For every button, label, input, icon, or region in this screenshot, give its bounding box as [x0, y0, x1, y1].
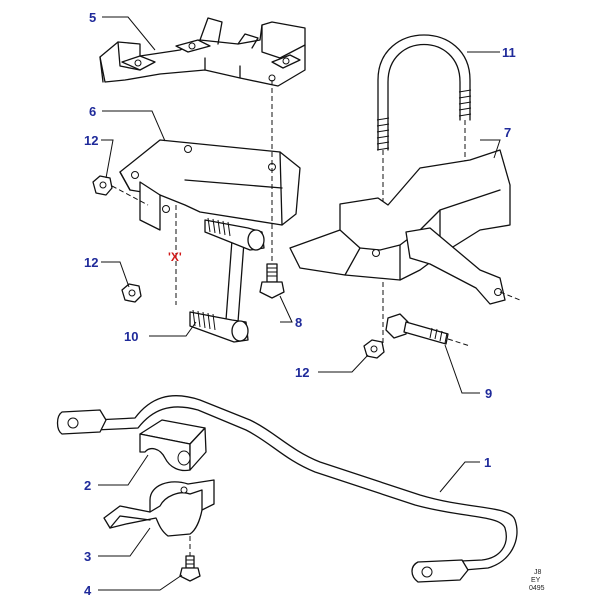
part-6-mounting-bracket — [119, 139, 301, 231]
callout-8: 8 — [295, 315, 302, 330]
callout-3: 3 — [84, 549, 91, 564]
part-1-anti-roll-bar — [56, 395, 518, 583]
callout-12-upper-left: 12 — [84, 133, 98, 148]
callout-9: 9 — [485, 386, 492, 401]
part-2-bush — [139, 419, 207, 472]
callout-11: 11 — [502, 45, 516, 60]
part-8-bolt — [259, 80, 285, 299]
callout-labels: 5 6 12 12 10 11 7 8 12 9 1 2 3 4 — [84, 10, 516, 598]
part-5-upper-bracket — [99, 17, 306, 87]
part-7-clamp-plate — [289, 149, 521, 305]
part-12-nut-right — [363, 339, 385, 359]
callout-7: 7 — [504, 125, 511, 140]
drawing-reference-code: J8 EY 0495 — [529, 569, 545, 592]
callout-4: 4 — [84, 583, 92, 598]
callout-12-lower-left: 12 — [84, 255, 98, 270]
callout-12-right: 12 — [295, 365, 309, 380]
part-4-small-bolt — [179, 536, 201, 582]
drawing-code-line-2: EY — [531, 577, 541, 584]
part-12-nut-lower — [121, 283, 142, 303]
drawing-code-line-3: 0495 — [529, 585, 545, 592]
part-12-nut-upper — [92, 175, 149, 206]
callout-6: 6 — [89, 104, 96, 119]
drawing-code-line-1: J8 — [534, 569, 542, 576]
part-10-link-rod — [175, 205, 265, 343]
part-3-bush-clamp — [103, 479, 215, 537]
callout-2: 2 — [84, 478, 91, 493]
callout-10: 10 — [124, 329, 138, 344]
dimension-x-label: 'X' — [168, 250, 182, 264]
part-9-long-bolt — [382, 282, 471, 347]
callout-leaders — [98, 16, 501, 591]
callout-5: 5 — [89, 10, 96, 25]
callout-1: 1 — [484, 455, 491, 470]
